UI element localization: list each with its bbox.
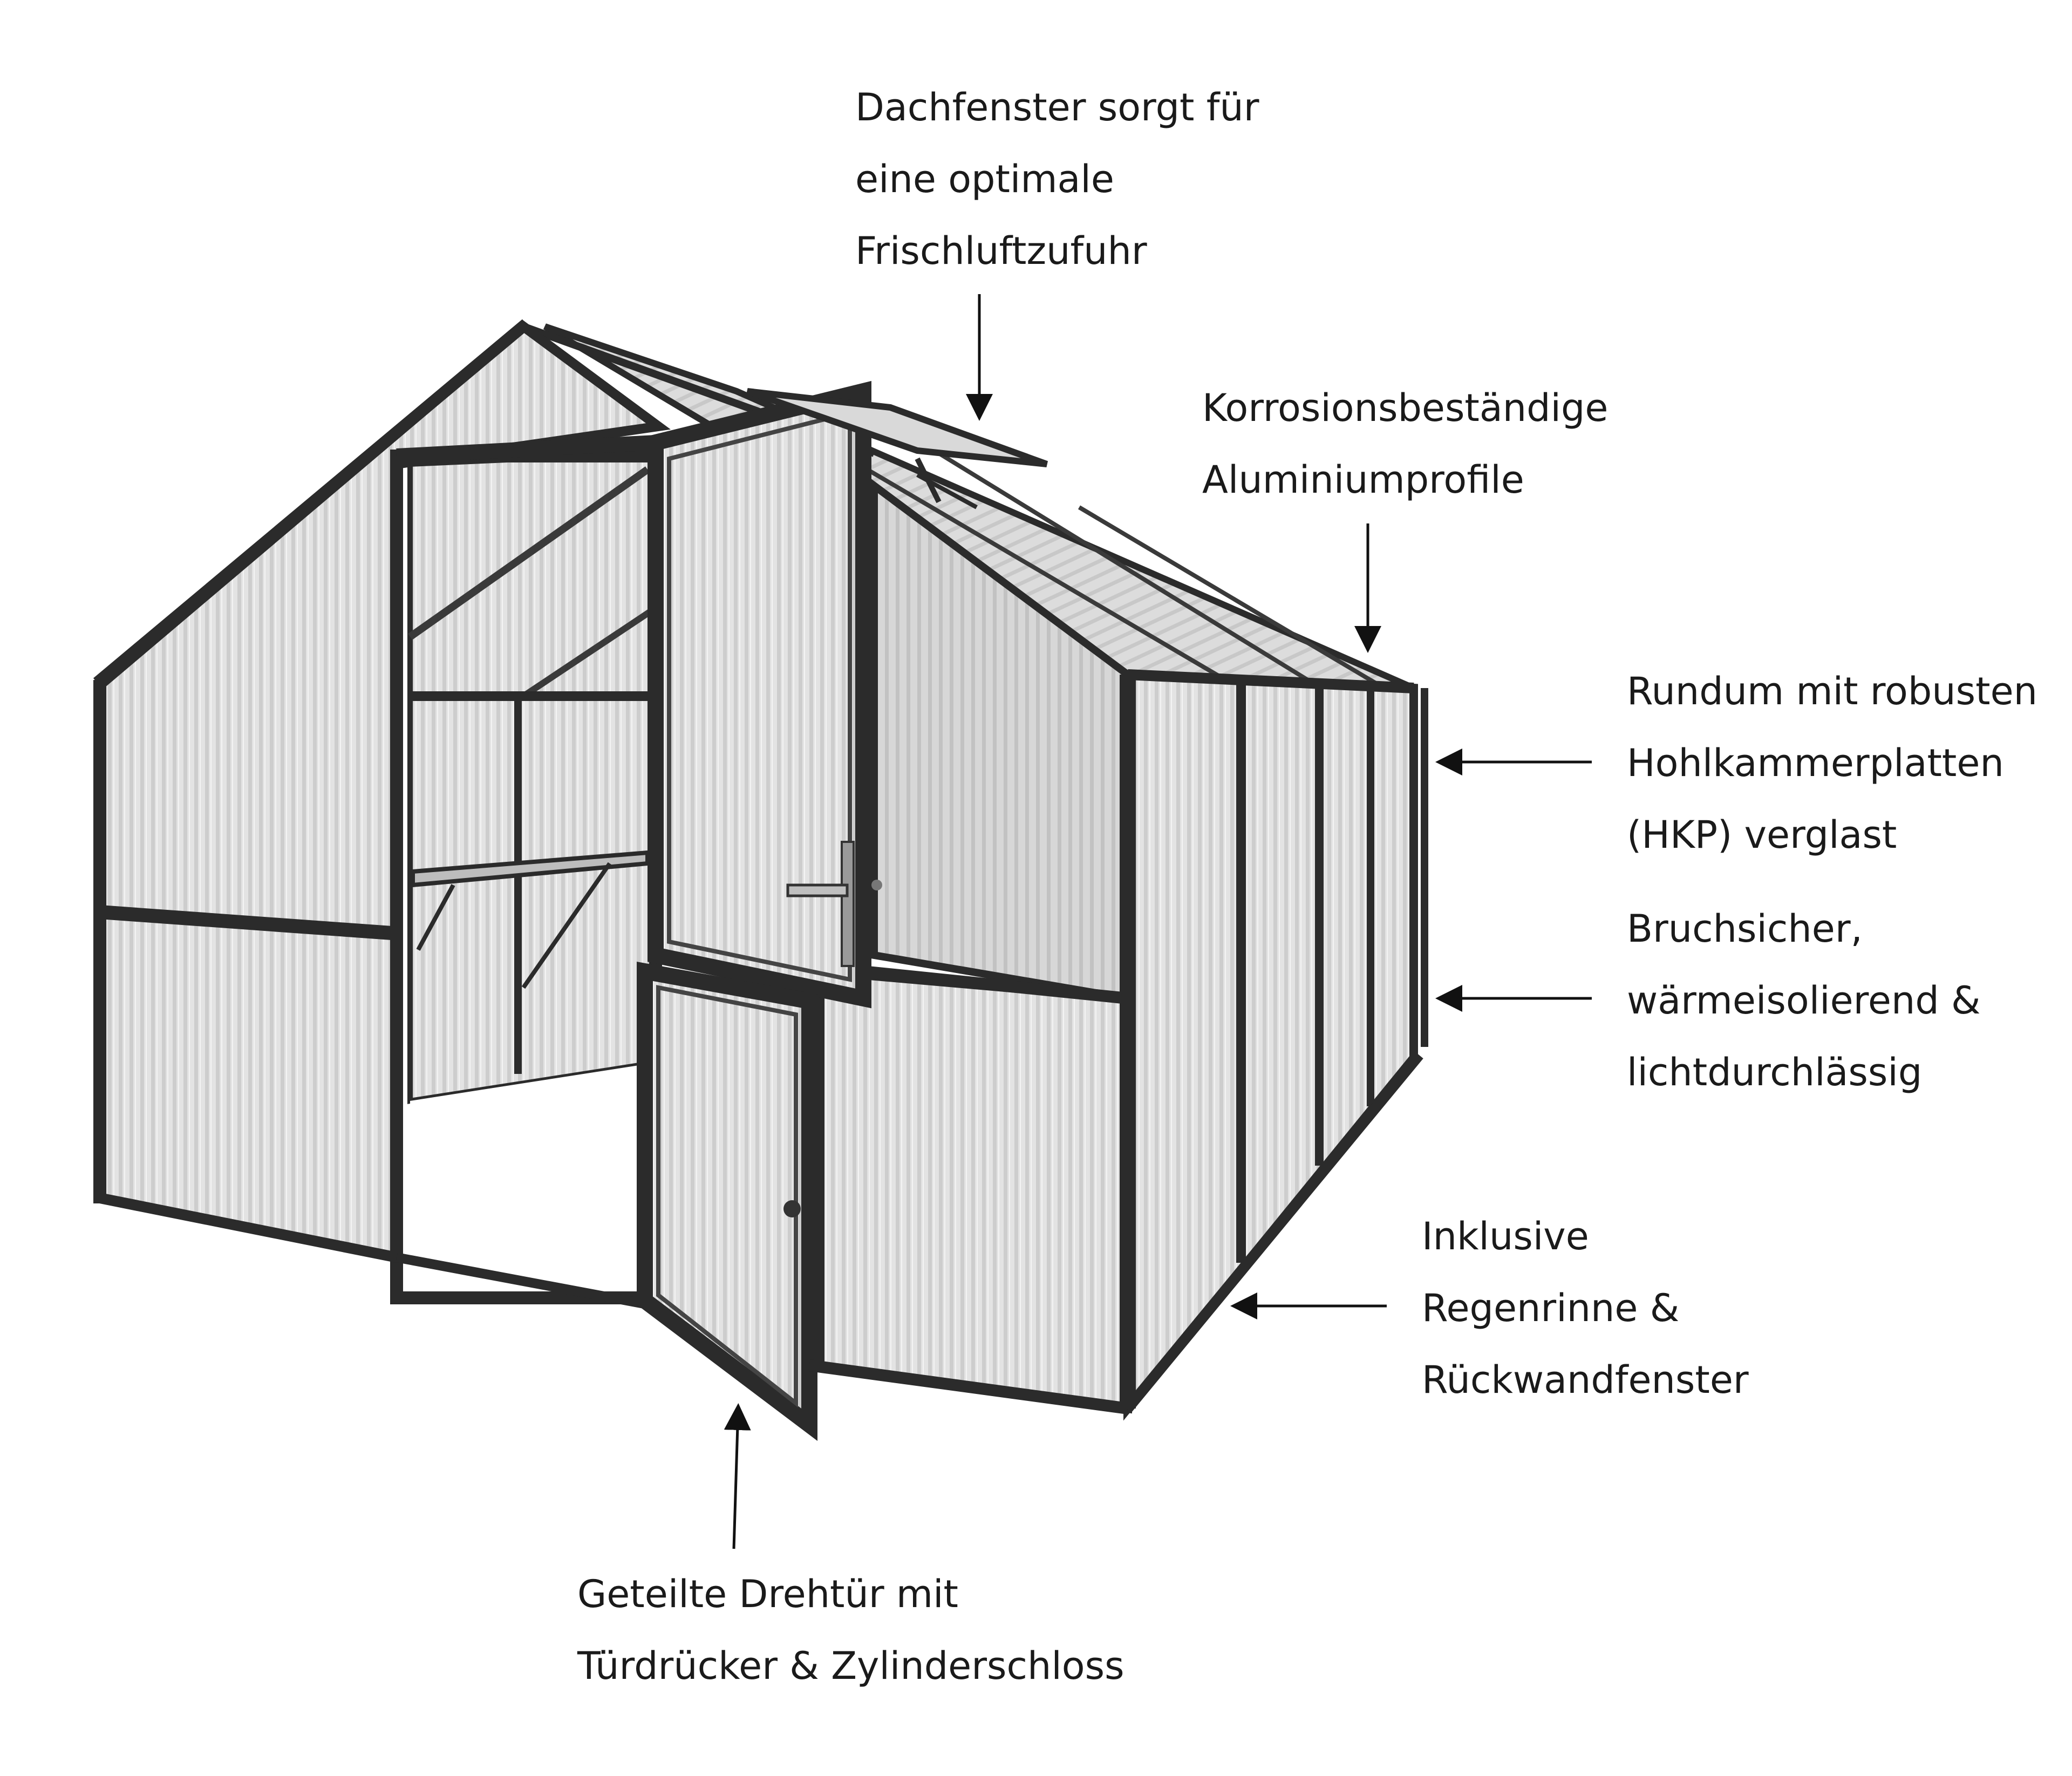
base-rail [808,1359,1129,1414]
lower-door-panel [637,962,817,1441]
callout-panel-properties: Bruchsicher, wärmeisolierend & lichtdurc… [1627,893,1981,1108]
callout-text-line: wärmeisolierend & [1627,978,1981,1023]
interior-rafter [407,466,650,640]
base-rail [1123,1051,1423,1412]
base-frame [99,675,1423,1414]
front-gable [93,319,671,1263]
callout-text-line: Geteilte Drehtür mit [577,1572,958,1616]
door-knob [871,880,882,890]
front-left-crossbar [99,905,400,941]
roof-rafter [1078,505,1383,689]
callout-text-line: Rückwandfenster [1422,1358,1749,1402]
callout-hkp-panels: Rundum mit robusten Hohlkammerplatten (H… [1627,656,2037,871]
roof-window [746,388,1048,509]
door-opening [390,435,662,1311]
shelf-bracket [521,862,612,989]
door-handle-icon [786,883,849,897]
callout-roof-window: Dachfenster sorgt für eine optimale Fris… [855,72,1259,287]
upper-door-leaf [648,380,882,1009]
side-wall [1123,669,1428,1421]
upper-door-inner-frame [667,410,852,982]
front-right-wall [808,478,1132,1414]
lower-door-leaf [637,962,817,1441]
callout-text-line: Hohlkammerplatten [1627,741,2004,785]
callout-text-line: Frischluftzufuhr [855,229,1147,273]
arrow-up-icon [724,1403,751,1549]
lower-door-inner-frame [656,985,798,1408]
door-lintel [396,435,656,464]
callout-text-line: (HKP) verglast [1627,813,1897,857]
callout-gutter-window: Inklusive Regenrinne & Rückwandfenster [1422,1201,1749,1416]
roof-window-opener [916,473,978,509]
callout-text-line: Inklusive [1422,1214,1589,1258]
door-threshold [396,1253,657,1311]
callout-text-line: Aluminiumprofile [1202,458,1524,502]
callout-aluminium-profiles: Korrosionsbeständige Aluminiumprofile [1202,372,1608,516]
callout-text-line: lichtdurchlässig [1627,1050,1923,1094]
front-right-lower-panel [816,967,1132,1414]
interior-rafter [521,607,655,699]
callout-text-line: Dachfenster sorgt für [855,85,1259,130]
upper-door-panel [648,380,871,1009]
gable-edge [93,319,530,688]
base-rail [99,1193,398,1263]
callout-text-line: Türdrücker & Zylinderschloss [577,1644,1124,1688]
callout-text-line: Rundum mit robusten [1627,669,2038,713]
callout-split-door: Geteilte Drehtür mit Türdrücker & Zylind… [577,1559,1124,1702]
cylinder-lock-icon [783,1200,801,1217]
callout-text-line: Regenrinne & [1422,1286,1680,1330]
callout-text-line: Korrosionsbeständige [1202,386,1608,430]
callout-text-line: Bruchsicher, [1627,907,1863,951]
callout-arrows [724,294,1592,1549]
roof-window-sash [746,388,1048,467]
door-lock-plate [841,841,855,967]
roof-rafter [937,451,1318,688]
shelf-bracket [416,884,455,951]
gutter [1127,669,1414,693]
callout-text-line: eine optimale [855,157,1114,201]
interior-floor [410,1063,653,1306]
